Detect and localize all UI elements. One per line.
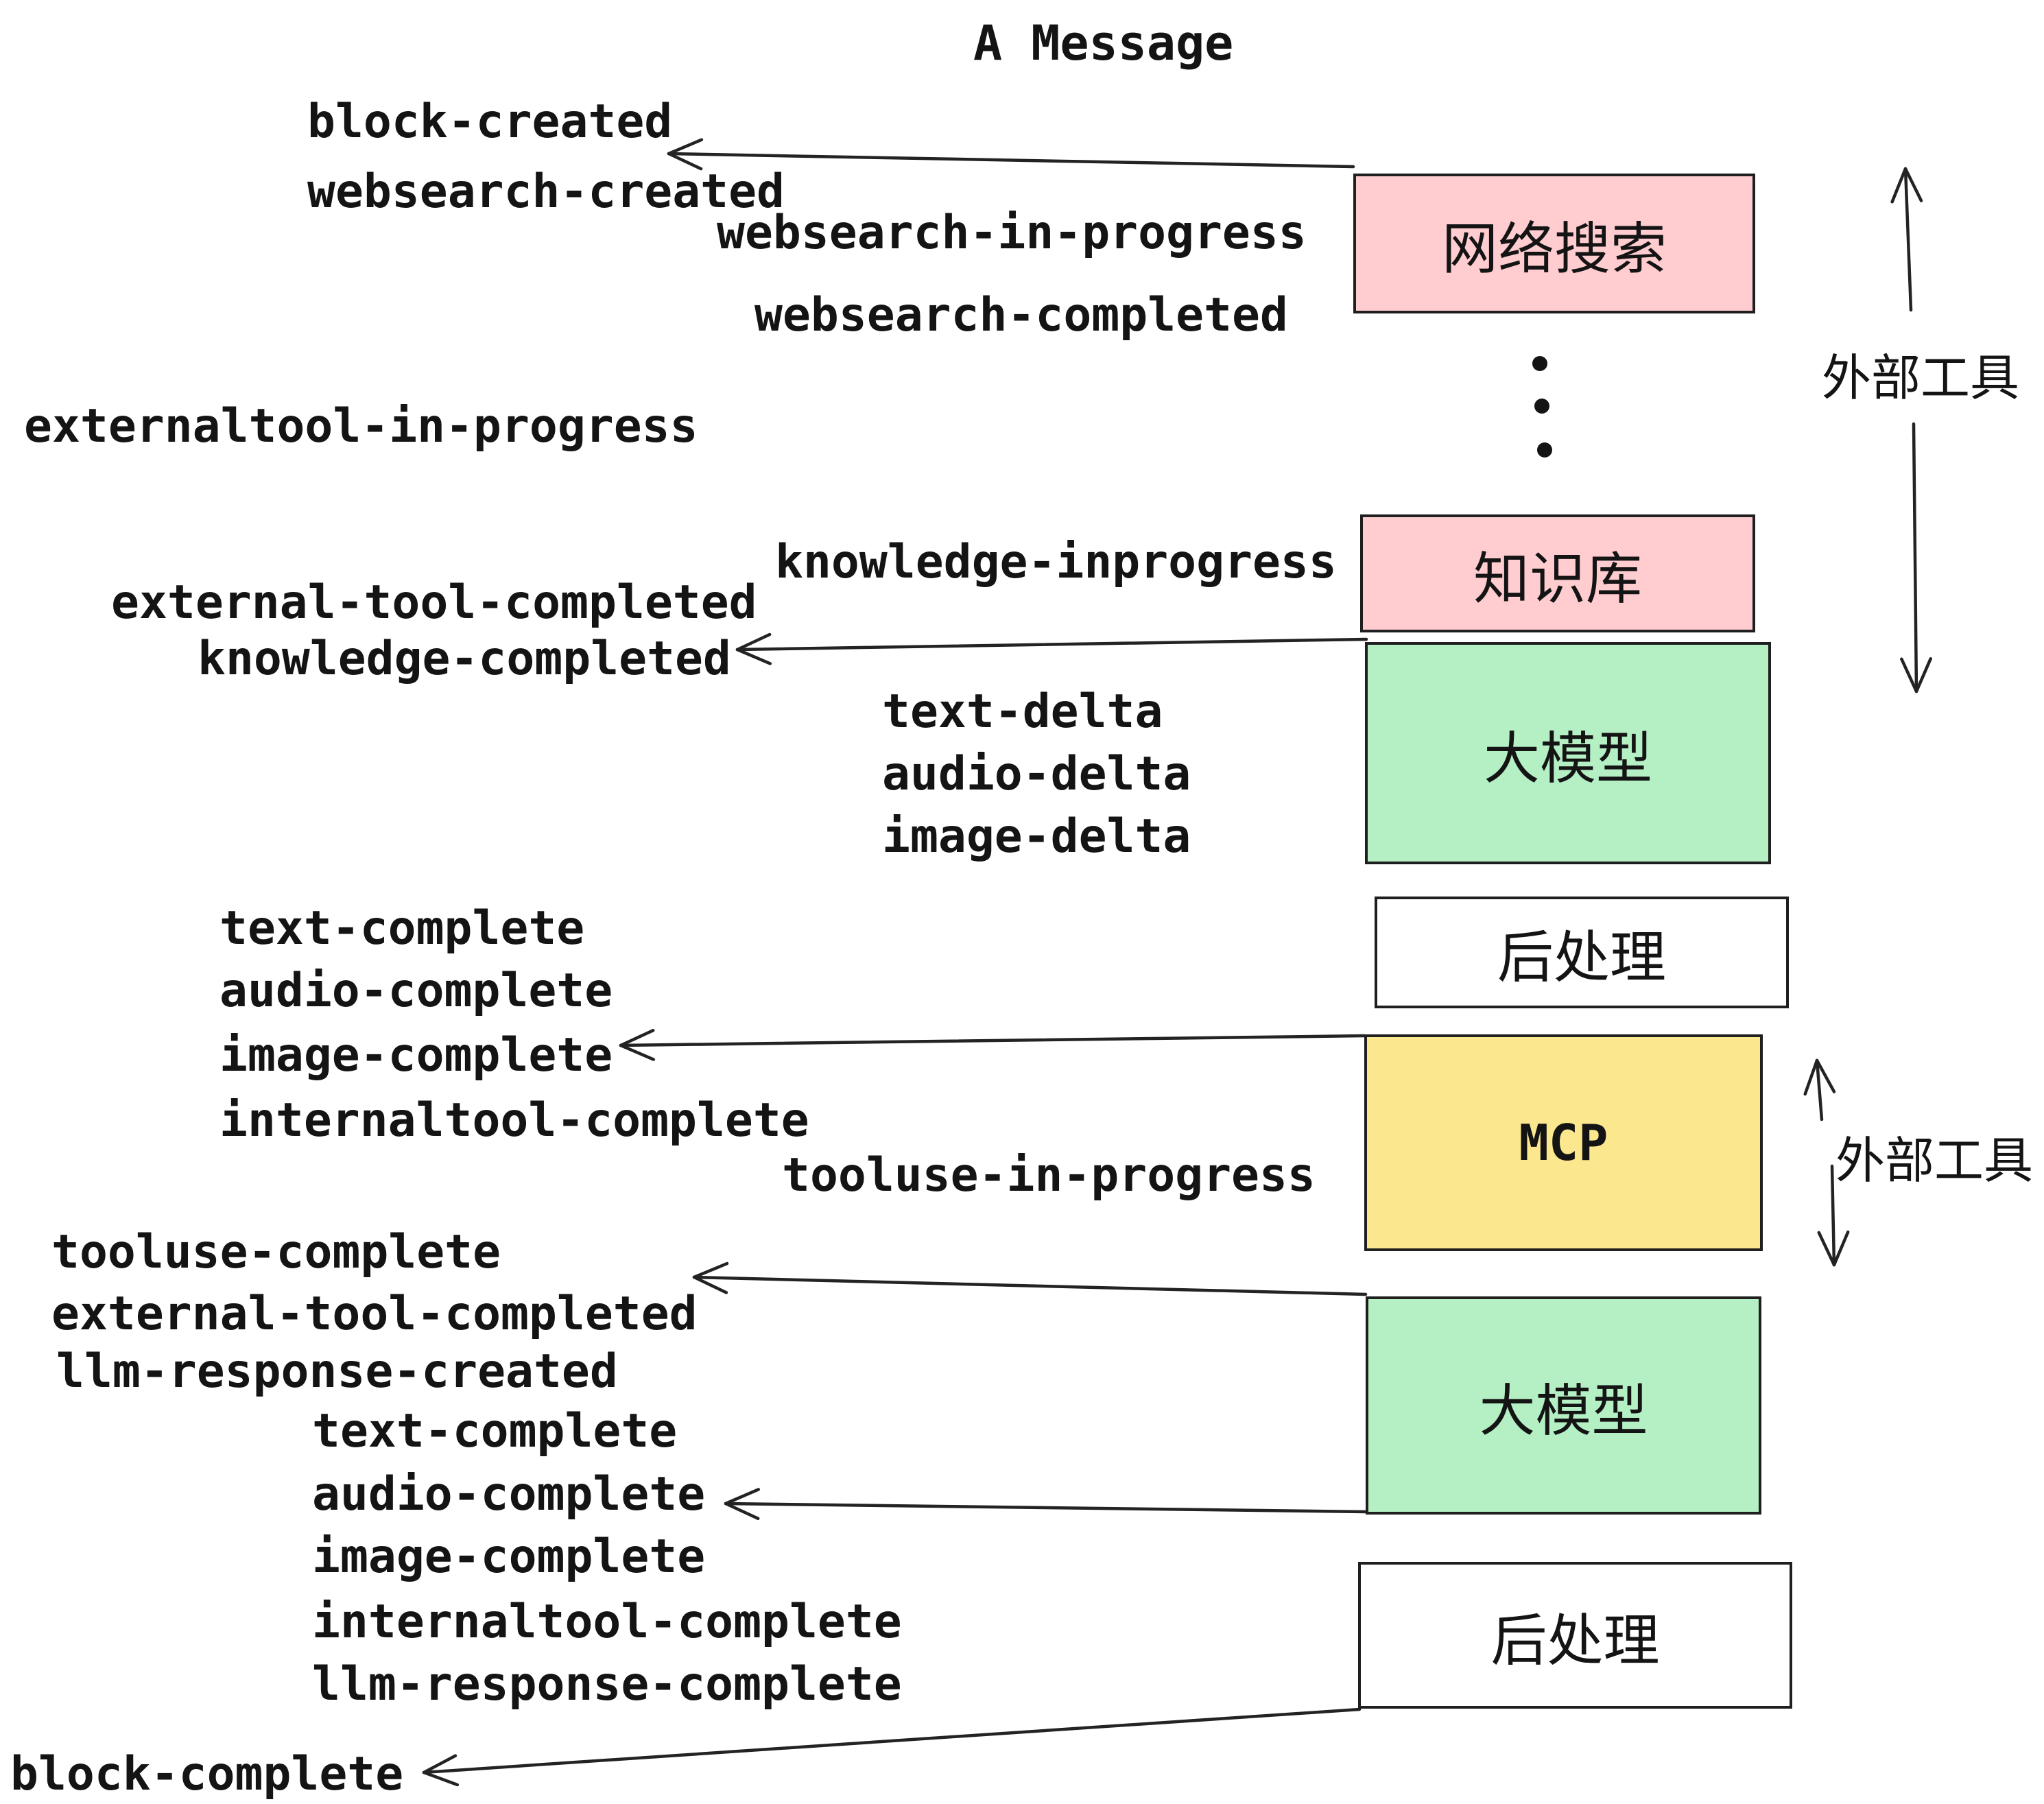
external-tools-up-arrow-top-shaft: [1903, 167, 1913, 312]
event-label-text-complete: text-complete: [219, 901, 585, 956]
arrow-to-external-tool-completed-shaft: [692, 1275, 1368, 1296]
event-label-block-created: block-created: [307, 95, 673, 149]
ellipsis-dot-1: [1532, 356, 1547, 371]
event-label-block-complete: block-complete: [10, 1747, 404, 1801]
diagram-title: A Message: [973, 15, 1234, 71]
external-tools-down-arrow-bottom-head: [1817, 1231, 1836, 1267]
box-llm-1: 大模型: [1365, 642, 1771, 864]
ellipsis-dot-3: [1537, 442, 1552, 458]
external-tools-label-bottom: 外部工具: [1835, 1132, 2034, 1189]
arrow-to-knowledge-completed-head: [735, 632, 772, 652]
arrow-to-knowledge-completed-head: [735, 648, 772, 665]
external-tools-up-arrow-bottom-head: [1815, 1058, 1836, 1093]
box-websearch-label: 网络搜索: [1441, 216, 1667, 282]
box-knowledge: 知识库: [1360, 514, 1755, 632]
external-tools-up-arrow-bottom-head: [1803, 1058, 1819, 1096]
event-label-websearch-created: websearch-created: [307, 165, 785, 219]
event-label-llm-response-created: llm-response-created: [56, 1344, 618, 1399]
event-label-audio-complete: audio-complete: [219, 964, 613, 1018]
arrow-to-image-complete-head: [619, 1028, 655, 1047]
arrow-to-knowledge-completed-shaft: [735, 637, 1368, 652]
event-label-knowledge-completed: knowledge-completed: [198, 632, 731, 686]
event-label-audio-complete-2: audio-complete: [312, 1467, 706, 1521]
event-label-image-delta: image-delta: [882, 809, 1191, 864]
arrow-to-block-created-head: [667, 152, 703, 171]
arrow-to-block-complete-shaft: [422, 1707, 1362, 1775]
event-label-tooluse-in-progress: tooluse-in-progress: [782, 1148, 1316, 1202]
box-mcp-label: MCP: [1519, 1114, 1608, 1172]
external-tools-down-arrow-top-head: [1900, 657, 1918, 693]
event-label-external-tool-completed-2: external-tool-completed: [51, 1287, 698, 1341]
box-postprocess-2-label: 后处理: [1490, 1608, 1660, 1674]
event-label-image-complete: image-complete: [219, 1028, 613, 1082]
arrow-to-block-complete-head: [422, 1770, 460, 1787]
event-label-llm-response-complete: llm-response-complete: [312, 1657, 902, 1711]
event-label-knowledge-inprogress: knowledge-inprogress: [775, 535, 1337, 589]
arrow-to-external-tool-completed-head: [692, 1275, 728, 1294]
event-label-tooluse-complete: tooluse-complete: [51, 1225, 501, 1279]
arrow-to-block-complete-head: [422, 1754, 457, 1775]
ellipsis-dot-2: [1534, 399, 1549, 414]
arrow-to-image-complete-shaft: [619, 1034, 1366, 1047]
arrow-to-image-complete-head: [619, 1043, 656, 1061]
arrow-to-block-created-shaft: [667, 152, 1355, 169]
box-postprocess-2: 后处理: [1358, 1562, 1792, 1709]
event-label-websearch-completed: websearch-completed: [754, 288, 1288, 342]
box-mcp: MCP: [1364, 1034, 1763, 1251]
box-llm-2-label: 大模型: [1479, 1378, 1648, 1444]
event-label-internaltool-complete-2: internaltool-complete: [312, 1595, 902, 1649]
event-label-externaltool-in-progress: externaltool-in-progress: [24, 399, 698, 453]
event-label-websearch-in-progress: websearch-in-progress: [717, 206, 1307, 260]
event-label-text-complete-2: text-complete: [312, 1404, 678, 1458]
event-label-image-complete-2: image-complete: [312, 1530, 706, 1584]
event-label-internaltool-complete: internaltool-complete: [219, 1093, 809, 1148]
external-tools-up-arrow-top-head: [1903, 167, 1923, 202]
event-label-audio-delta: audio-delta: [882, 747, 1191, 801]
external-tools-label-top: 外部工具: [1822, 349, 2020, 407]
box-websearch: 网络搜索: [1353, 174, 1755, 313]
external-tools-down-arrow-top-head: [1914, 657, 1932, 693]
box-llm-1-label: 大模型: [1483, 726, 1652, 792]
event-label-text-delta: text-delta: [882, 685, 1163, 739]
external-tools-up-arrow-top-head: [1890, 167, 1908, 204]
arrow-to-external-tool-completed-head: [692, 1261, 729, 1279]
arrow-to-audio-complete-shaft: [724, 1502, 1368, 1514]
external-tools-down-arrow-top-shaft: [1912, 422, 1918, 693]
arrow-to-audio-complete-head: [724, 1502, 760, 1521]
external-tools-down-arrow-bottom-head: [1832, 1230, 1850, 1267]
external-tools-down-arrow-bottom-shaft: [1830, 1164, 1836, 1267]
external-tools-up-arrow-bottom-shaft: [1815, 1058, 1824, 1121]
box-postprocess-1-label: 后处理: [1497, 925, 1666, 990]
event-label-external-tool-completed: external-tool-completed: [111, 575, 757, 630]
box-knowledge-label: 知识库: [1473, 546, 1642, 612]
box-llm-2: 大模型: [1366, 1296, 1761, 1515]
arrow-to-block-created-head: [667, 138, 704, 156]
arrow-to-audio-complete-head: [724, 1488, 760, 1506]
box-postprocess-1: 后处理: [1375, 897, 1789, 1008]
